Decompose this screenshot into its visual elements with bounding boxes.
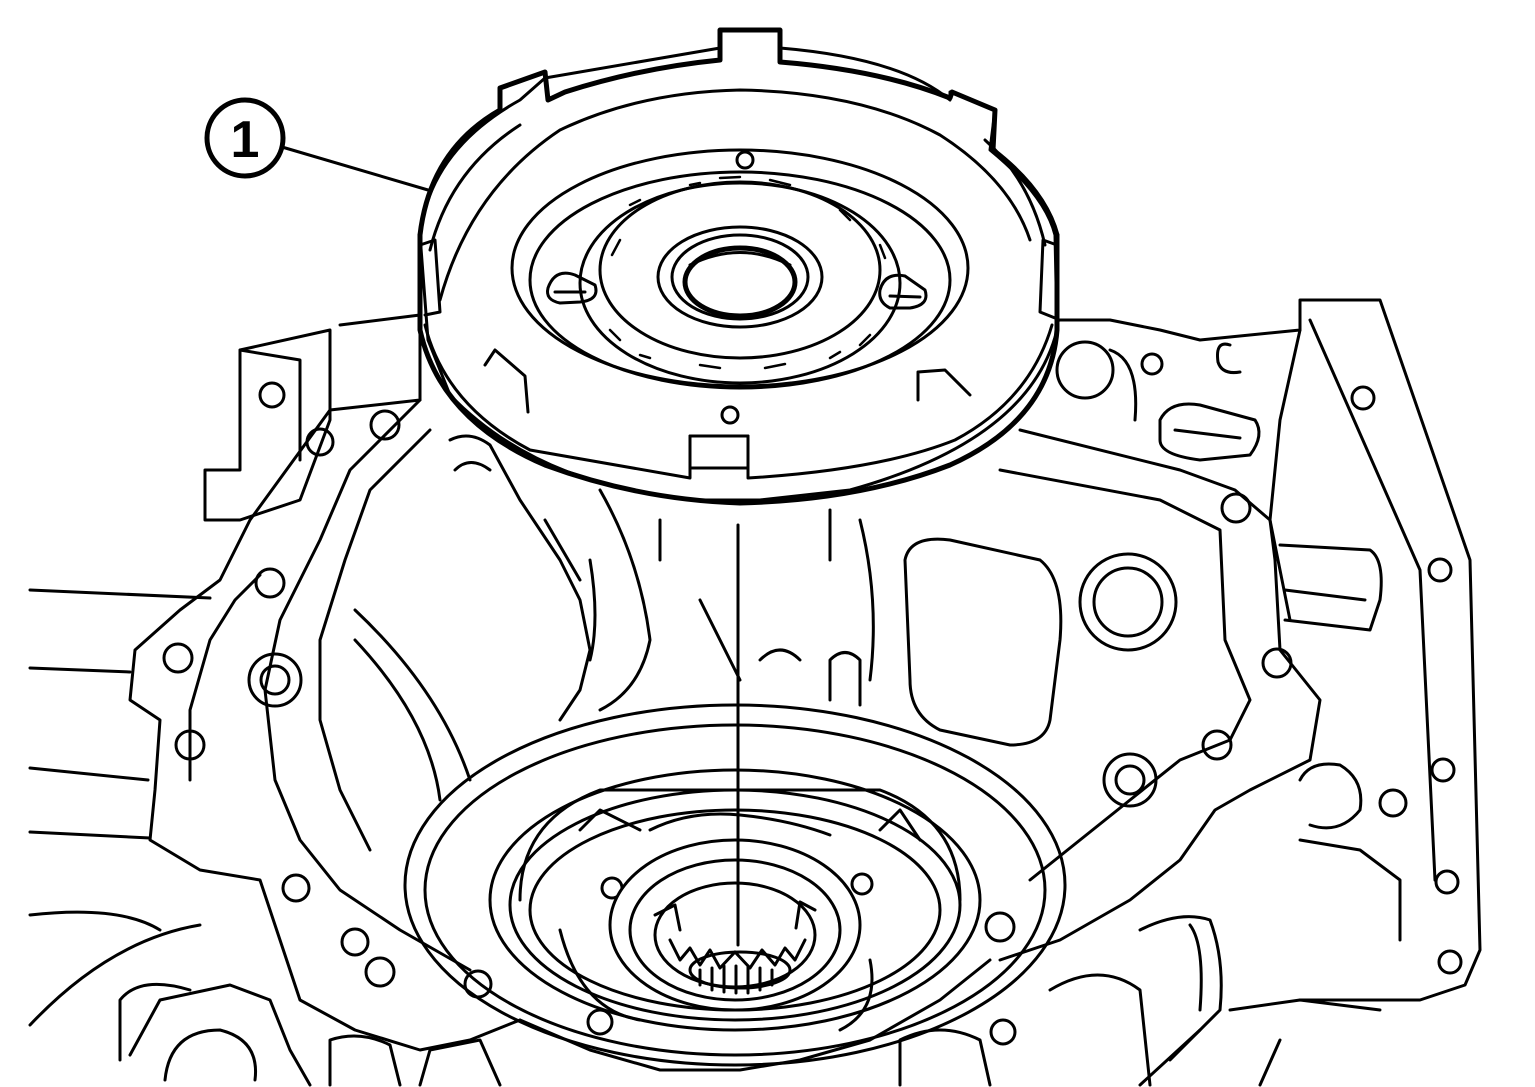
callout-1: 1: [204, 97, 430, 192]
transmission-case: [28, 298, 1482, 1087]
component-1-drum: [417, 27, 1060, 506]
callout-1-label: 1: [231, 111, 260, 169]
lower-bearing-assembly: [403, 703, 1067, 1067]
callout-1-leader: [280, 145, 430, 192]
callout-1-circle: [204, 97, 286, 179]
